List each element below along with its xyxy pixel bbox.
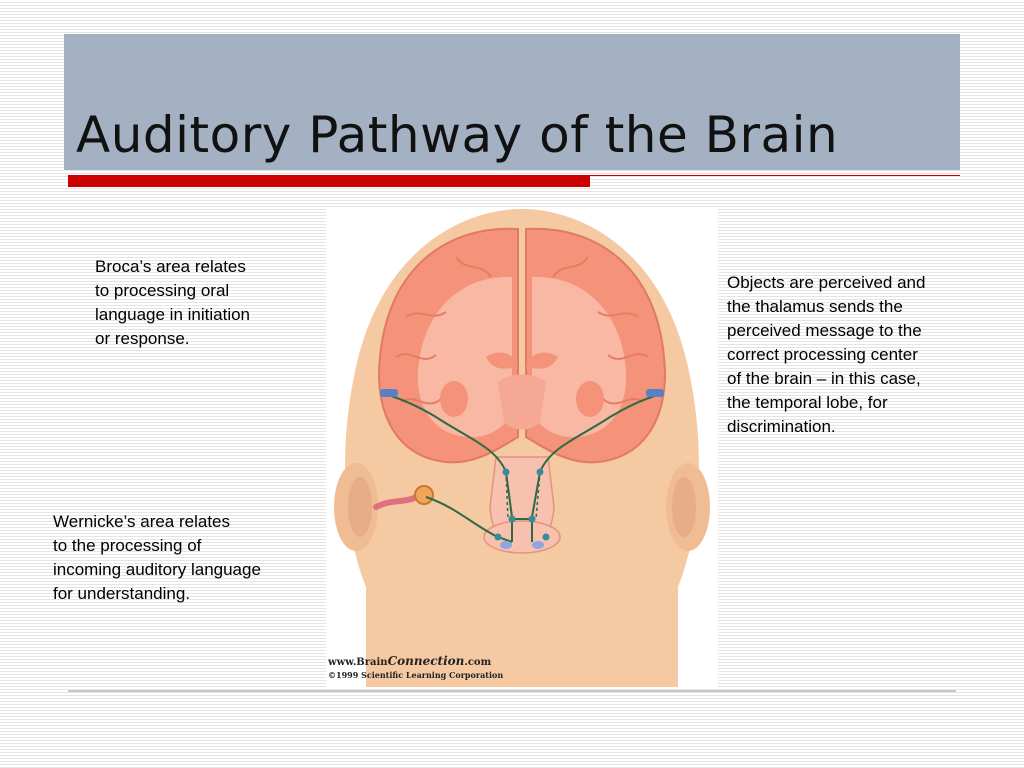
credit-url: www.BrainConnection.com <box>328 655 503 669</box>
slide-title: Auditory Pathway of the Brain <box>76 106 839 164</box>
right-ventricle <box>526 352 558 369</box>
footer-rule <box>68 690 956 692</box>
title-accent-bar <box>68 175 590 187</box>
left-ventricle <box>486 352 518 369</box>
thalamus-line: the thalamus sends the <box>727 297 903 316</box>
thalamus-line: Objects are perceived and <box>727 273 926 292</box>
broca-line: language in initiation <box>95 305 251 324</box>
gyri-folds <box>395 256 649 405</box>
pathway-dashes <box>505 471 541 520</box>
title-accent-line <box>590 175 960 176</box>
broca-line: or response. <box>95 329 190 348</box>
wernicke-line: incoming auditory language <box>53 560 261 579</box>
brainstem-nuclei <box>500 541 544 549</box>
brain-diagram-svg <box>334 209 710 687</box>
thalamus-line: discrimination. <box>727 417 836 436</box>
wernicke-line: for understanding. <box>53 584 191 603</box>
image-credit: www.BrainConnection.com ©1999 Scientific… <box>328 655 503 681</box>
ear-canal <box>373 494 419 510</box>
credit-brand: Connection <box>387 654 465 668</box>
right-deep-nucleus <box>576 381 604 417</box>
credit-suffix: .com <box>464 657 492 668</box>
left-deep-nucleus <box>440 381 468 417</box>
relay-nuclei <box>494 468 550 541</box>
thalamus-line: of the brain – in this case, <box>727 369 921 388</box>
broca-callout: Broca’s area relates to processing oral … <box>95 255 250 351</box>
left-ear-inner <box>348 477 372 537</box>
wernicke-line: Wernicke’s area relates <box>53 512 231 531</box>
brain-illustration: www.BrainConnection.com ©1999 Scientific… <box>326 207 718 687</box>
broca-line: to processing oral <box>95 281 230 300</box>
thalamus-line: correct processing center <box>727 345 918 364</box>
credit-prefix: www.Brain <box>328 657 388 668</box>
thalamus-callout: Objects are perceived and the thalamus s… <box>727 271 925 439</box>
right-auditory-cortex <box>646 389 664 397</box>
thalamus-line: perceived message to the <box>727 321 922 340</box>
title-bar: Auditory Pathway of the Brain <box>64 34 960 170</box>
credit-copyright: ©1999 Scientific Learning Corporation <box>328 670 504 680</box>
wernicke-callout: Wernicke’s area relates to the processin… <box>53 510 261 606</box>
right-ear-inner <box>672 477 696 537</box>
wernicke-line: to the processing of <box>53 536 202 555</box>
cochlea <box>414 485 434 505</box>
left-auditory-cortex <box>380 389 398 397</box>
thalamus <box>498 374 546 430</box>
thalamus-line: the temporal lobe, for <box>727 393 888 412</box>
broca-line: Broca’s area relates <box>95 257 246 276</box>
head-silhouette <box>345 209 699 687</box>
